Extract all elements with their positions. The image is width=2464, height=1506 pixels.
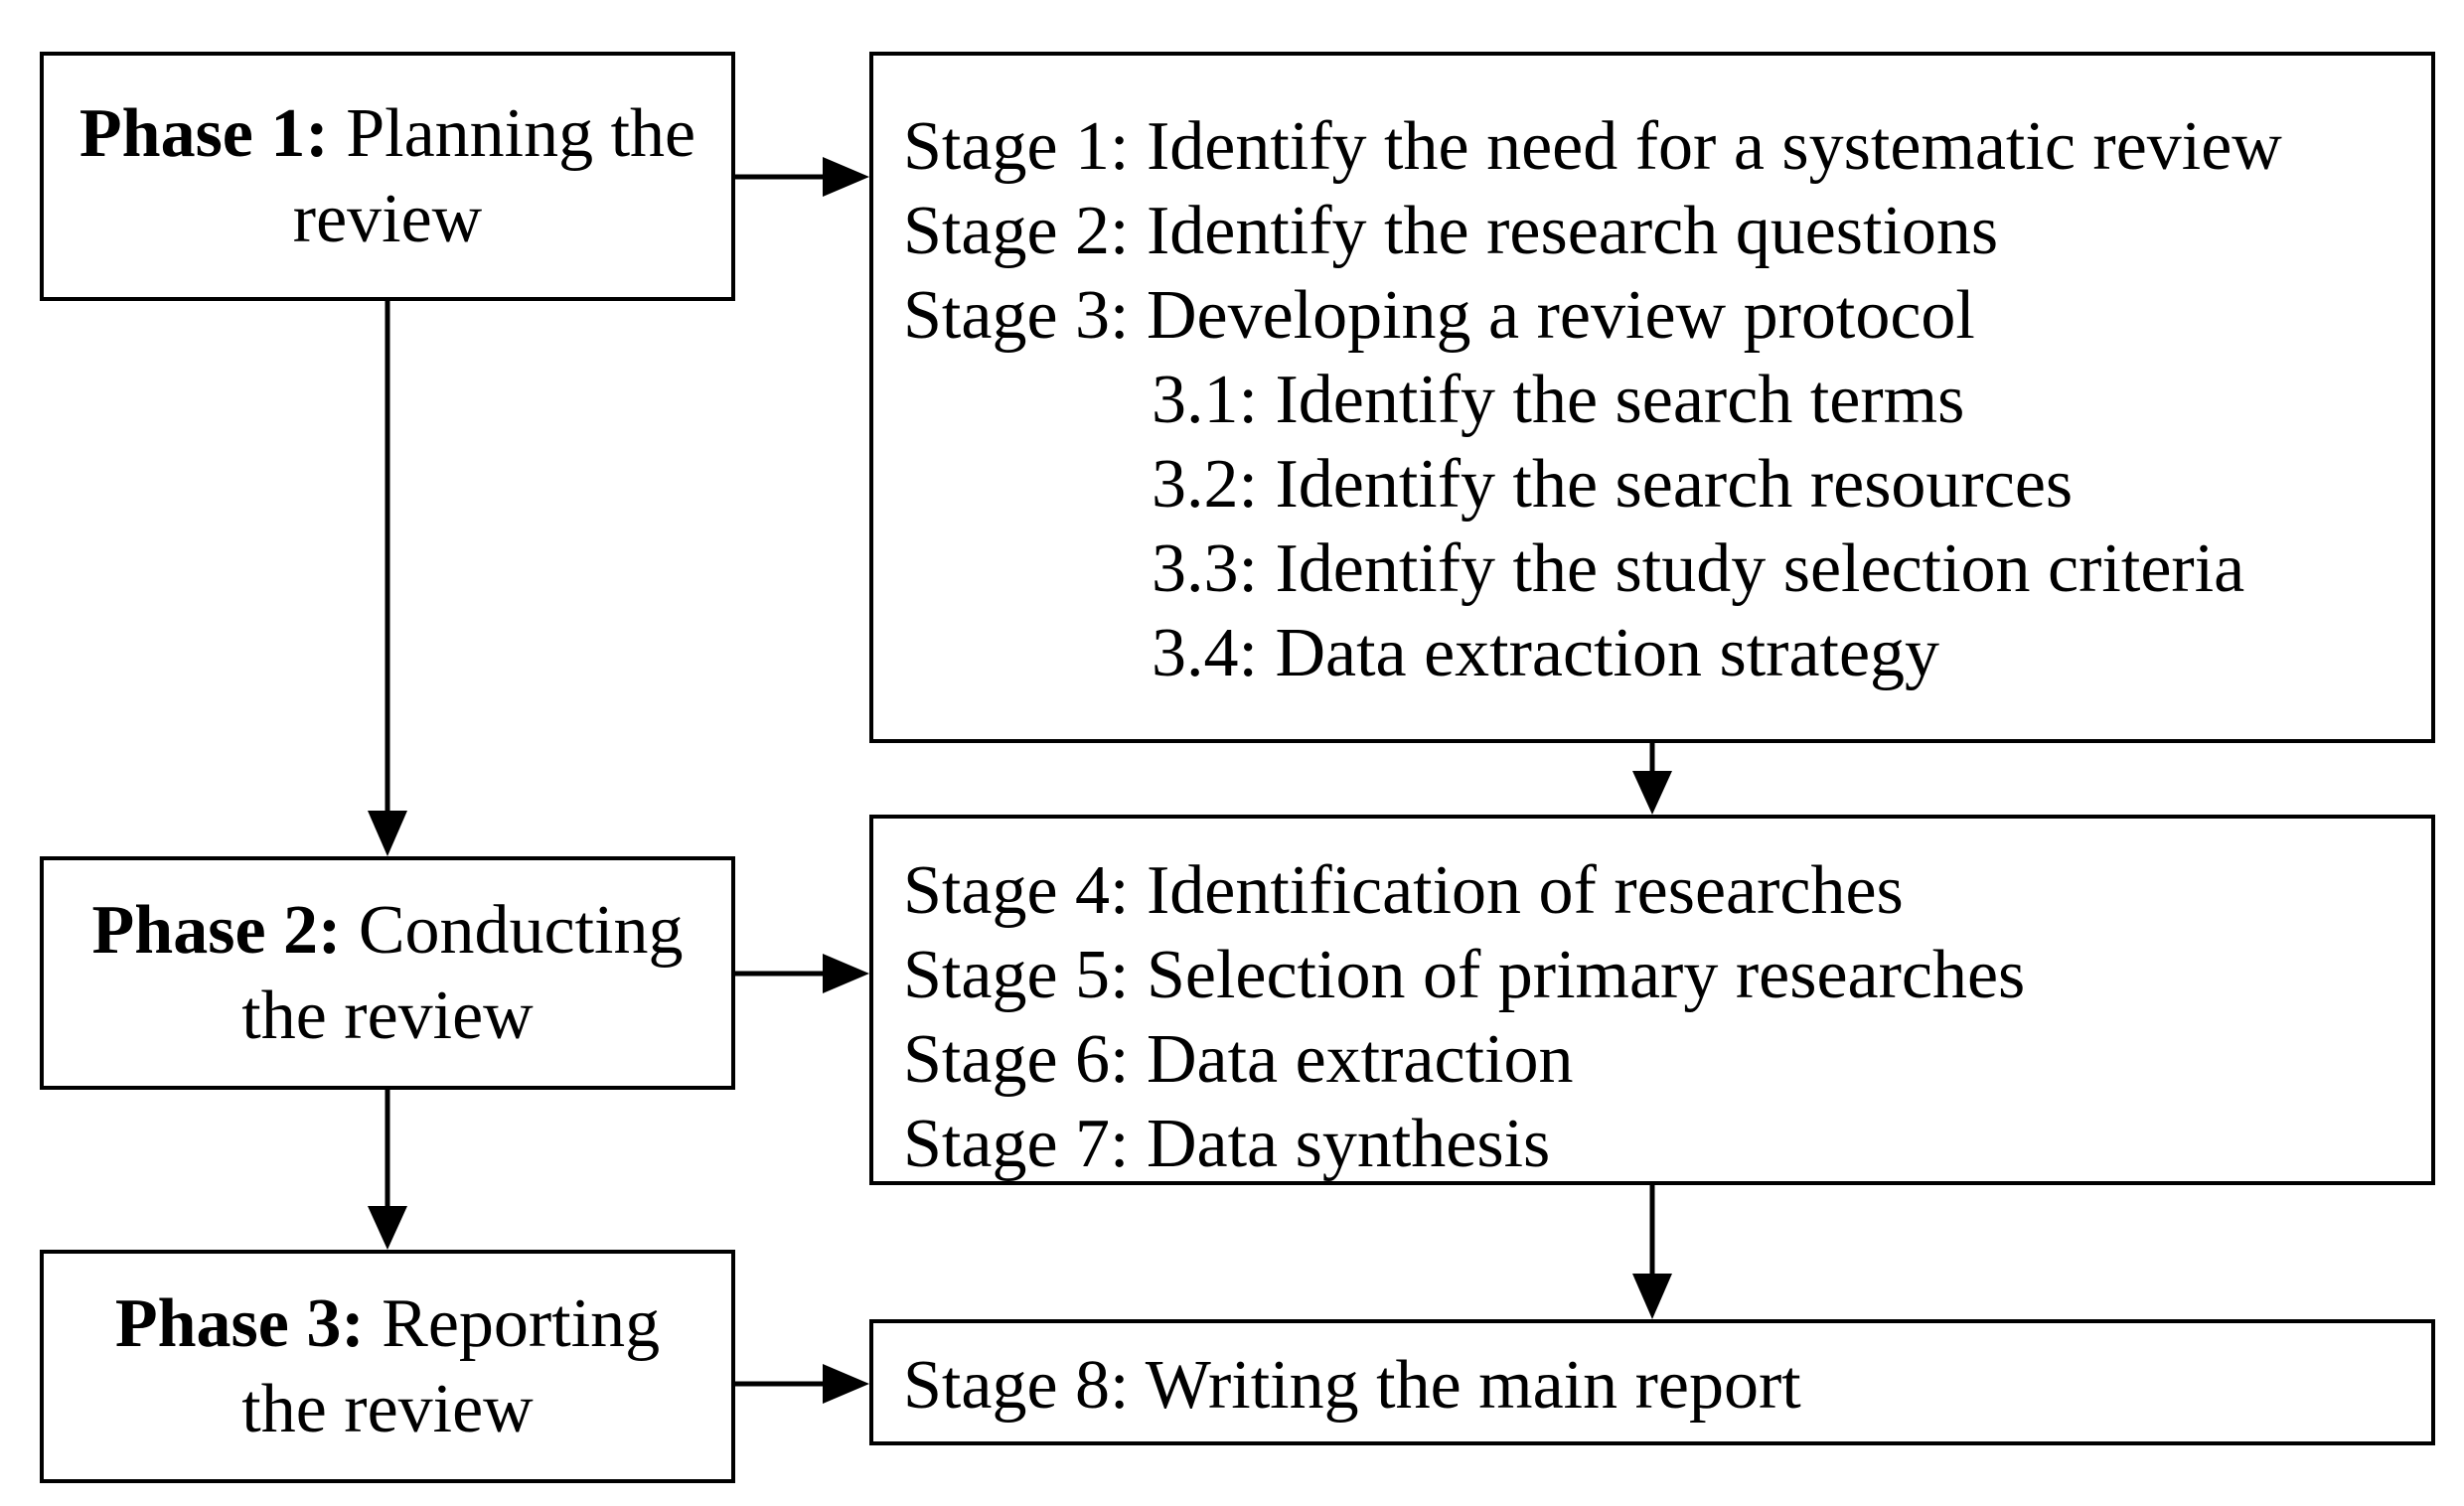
stage-6-line: Stage 6: Data extraction: [903, 1021, 1574, 1098]
phase-1-label: Phase 1:: [78, 94, 329, 172]
phase-1-name: Planning the: [346, 94, 696, 172]
phase-2-label: Phase 2:: [91, 891, 342, 969]
stage-3-3-line: 3.3: Identify the study selection criter…: [1152, 530, 2245, 607]
arrowhead-phase2-to-phase3: [368, 1206, 407, 1250]
stage-5-line: Stage 5: Selection of primary researches: [903, 937, 2026, 1013]
arrowhead-stages1-to-stages2: [1632, 771, 1672, 815]
arrowhead-stages2-to-stages3: [1632, 1274, 1672, 1319]
arrowhead-phase1-to-stages1: [823, 157, 869, 197]
stage-8-line: Stage 8: Writing the main report: [903, 1347, 1801, 1424]
arrowhead-phase2-to-stages2: [823, 954, 869, 993]
arrowhead-phase3-to-stages3: [823, 1364, 869, 1404]
stage-3-line: Stage 3: Developing a review protocol: [903, 277, 1975, 354]
phase-3-label: Phase 3:: [114, 1284, 365, 1362]
stages-planning-box: Stage 1: Identify the need for a systema…: [869, 52, 2435, 743]
stage-7-line: Stage 7: Data synthesis: [903, 1106, 1551, 1182]
arrowhead-phase1-to-phase2: [368, 811, 407, 856]
stage-4-line: Stage 4: Identification of researches: [903, 852, 1904, 929]
stage-2-line: Stage 2: Identify the research questions: [903, 193, 1999, 269]
stages-conducting-box: Stage 4: Identification of researches St…: [869, 815, 2435, 1185]
stage-3-1-line: 3.1: Identify the search terms: [1152, 362, 1965, 438]
phase-1-box: Phase 1: Planning the review: [40, 52, 735, 301]
phase-3-name: Reporting: [382, 1284, 661, 1362]
phase-2-box: Phase 2: Conducting the review: [40, 856, 735, 1090]
phase-3-box: Phase 3: Reporting the review: [40, 1250, 735, 1483]
phase-2-name-cont: the review: [241, 977, 534, 1054]
stages-reporting-box: Stage 8: Writing the main report: [869, 1319, 2435, 1445]
phase-2-name: Conducting: [358, 891, 684, 969]
phase-1-name-cont: review: [292, 180, 483, 257]
stage-1-line: Stage 1: Identify the need for a systema…: [903, 108, 2282, 185]
stage-3-4-line: 3.4: Data extraction strategy: [1152, 615, 1940, 691]
stage-3-2-line: 3.2: Identify the search resources: [1152, 446, 2074, 523]
phase-3-name-cont: the review: [241, 1370, 534, 1447]
